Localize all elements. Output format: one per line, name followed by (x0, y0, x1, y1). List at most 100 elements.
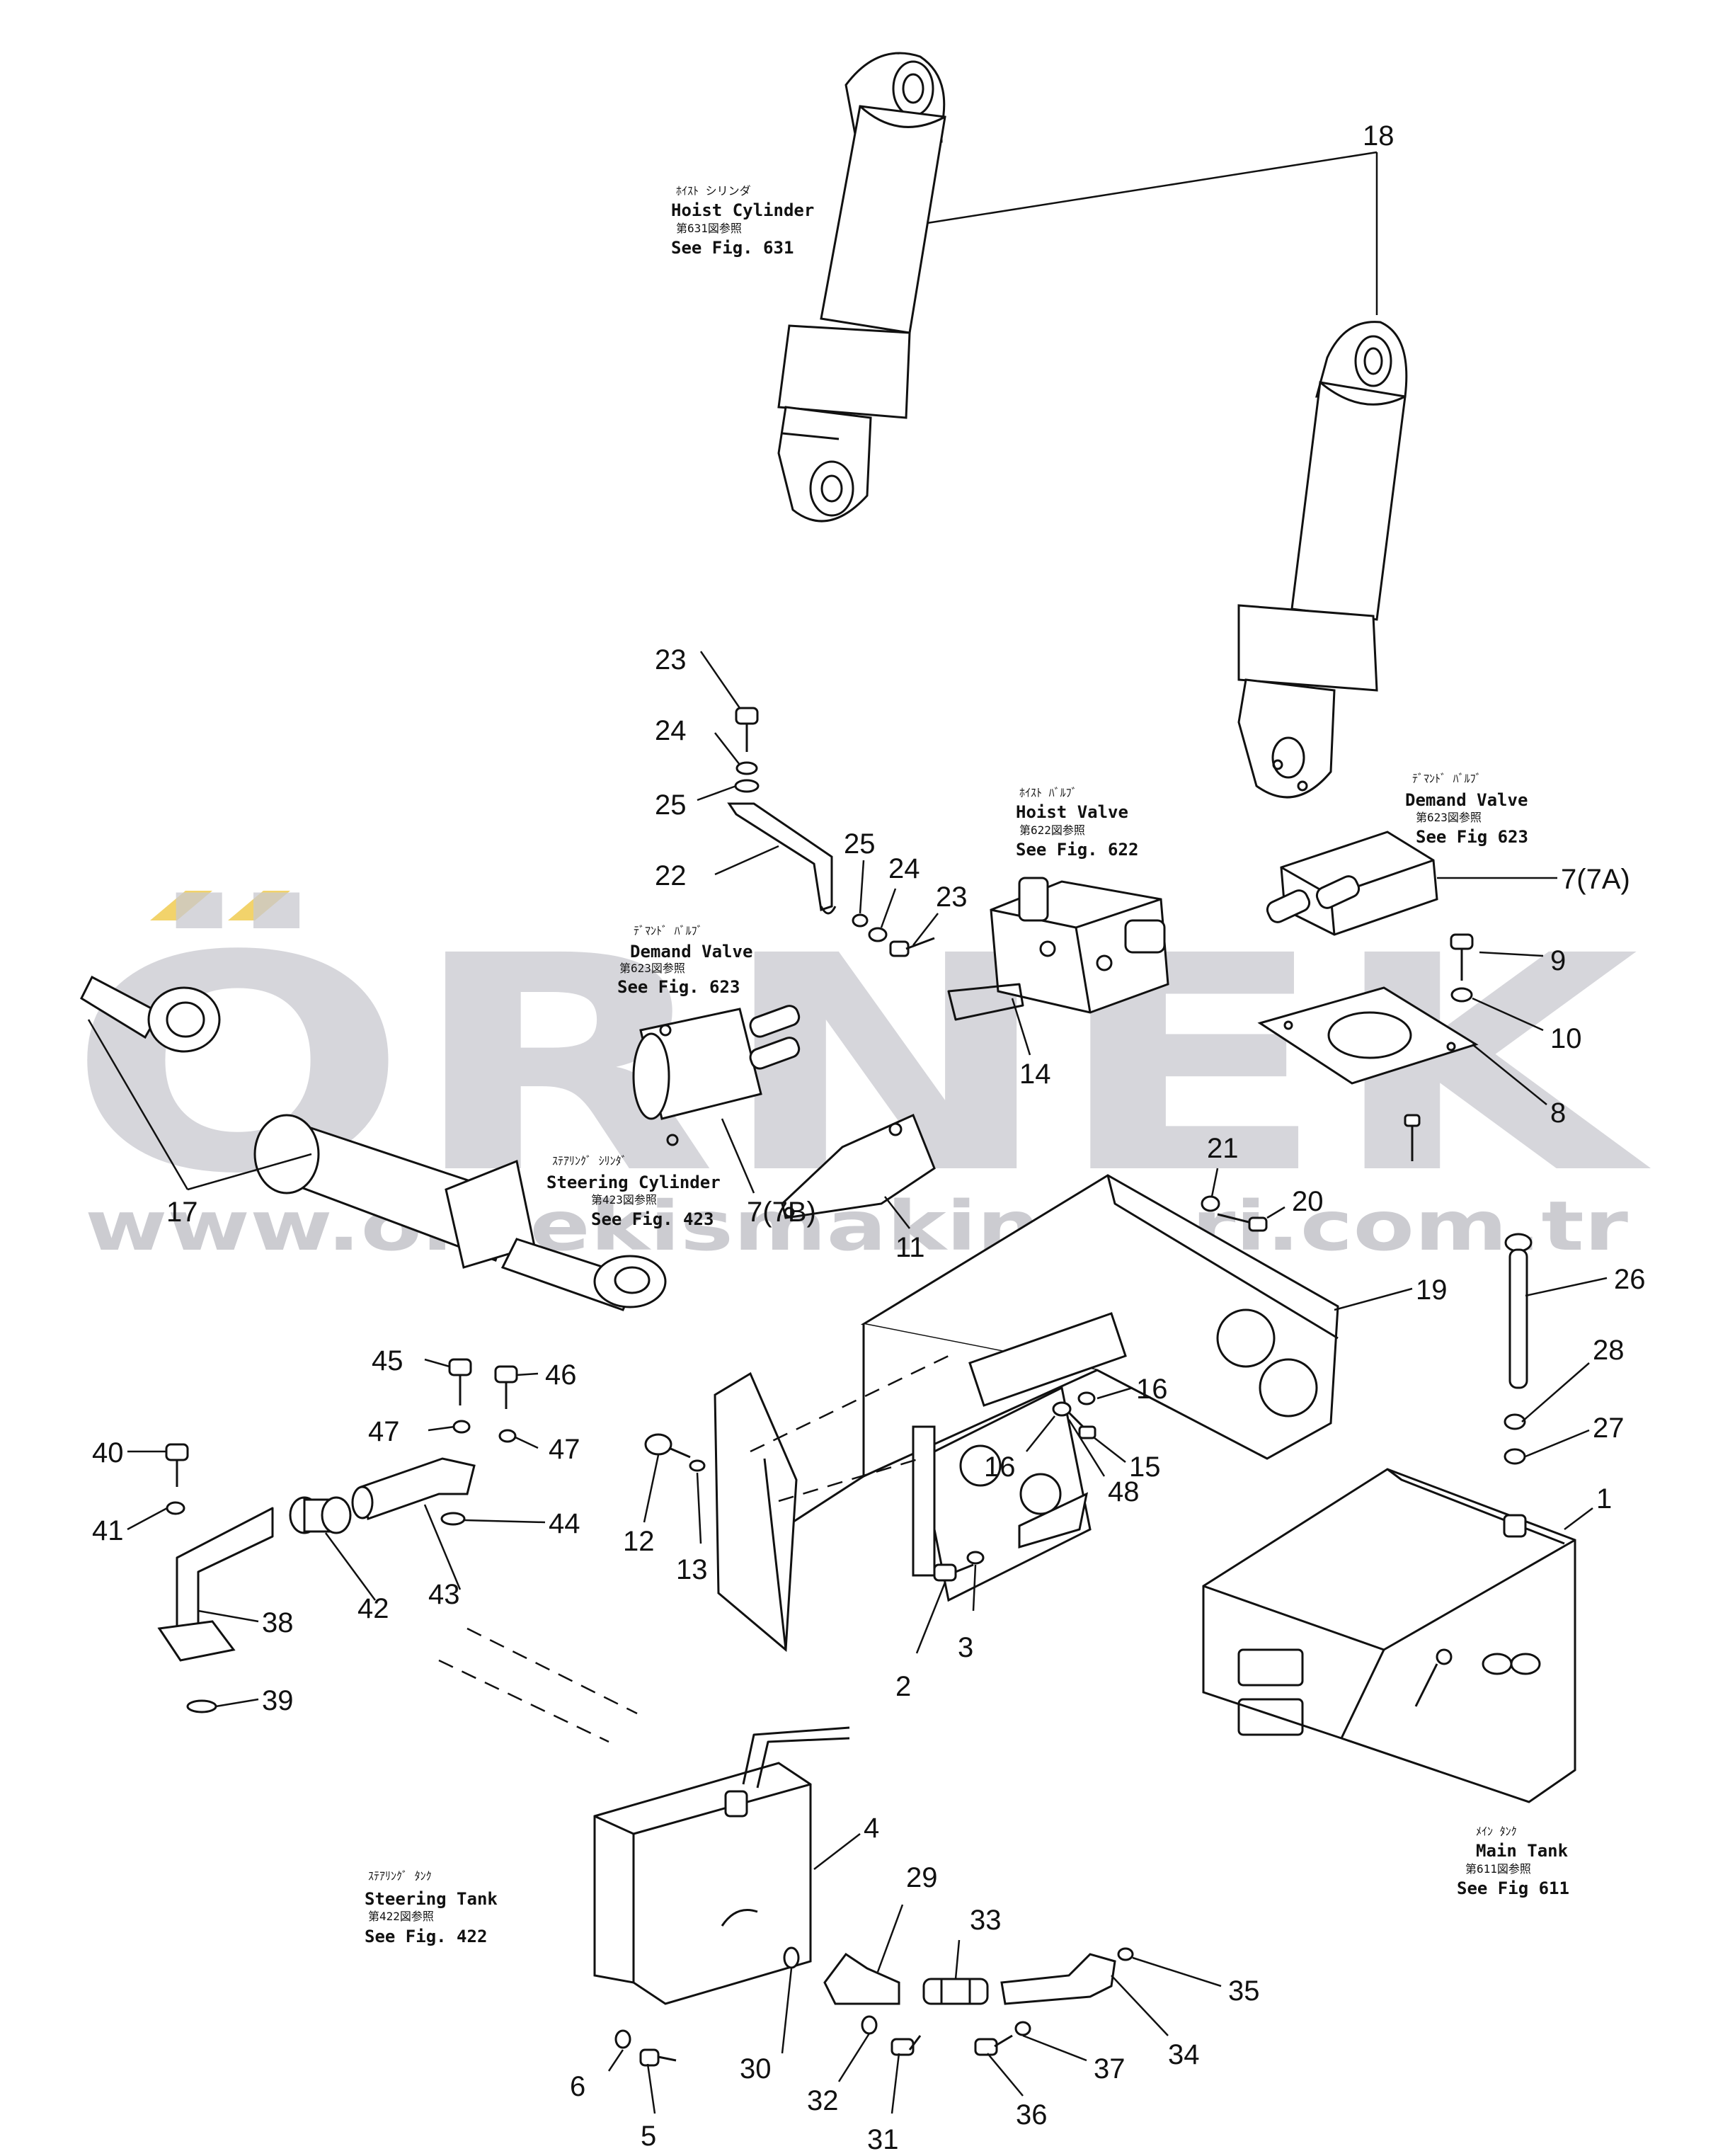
callout-demand-valve-right: ﾃﾞﾏﾝﾄﾞ ﾊﾞﾙﾌﾞ Demand Valve 第623図参照 See Fi… (1405, 772, 1528, 847)
washer-13 (689, 1459, 706, 1472)
part-number-36: 36 (1016, 2099, 1048, 2131)
demand-valve-left-jp: ﾃﾞﾏﾝﾄﾞ ﾊﾞﾙﾌﾞ (634, 924, 703, 937)
hoist-valve-ref: 第622図参照 (1019, 823, 1085, 837)
part-number-22: 22 (655, 860, 687, 891)
demand-valve-7a (1266, 831, 1438, 936)
bolt-15 (1052, 1401, 1096, 1439)
part-number-8: 8 (1550, 1097, 1566, 1129)
part-number-27: 27 (1593, 1413, 1625, 1444)
part-number-20: 20 (1292, 1186, 1324, 1217)
hoist-valve-jp: ﾎｲｽﾄ ﾊﾞﾙﾌﾞ (1019, 786, 1077, 799)
callout-hoist-cylinder: ﾎｲｽﾄ シリンダ Hoist Cylinder 第631図参照 See Fig… (671, 184, 814, 258)
pipe-34 (1000, 1953, 1116, 2005)
o-ring-28 (1504, 1413, 1526, 1430)
hoist-cylinder-see: See Fig. 631 (671, 238, 794, 258)
bolt-small-under-8 (1404, 1114, 1421, 1161)
part-number-32: 32 (807, 2085, 839, 2116)
steering-tank-jp: ｽﾃｱﾘﾝｸﾞ ﾀﾝｸ (368, 1869, 432, 1883)
washer-37 (1014, 2021, 1031, 2036)
demand-valve-7b (632, 1005, 801, 1146)
part-number-43: 43 (428, 1579, 460, 1610)
washer-6 (614, 2029, 631, 2049)
bolt-23-upper (734, 707, 760, 793)
part-number-28: 28 (1593, 1335, 1625, 1366)
bracket-11 (781, 1113, 936, 1219)
part-number-37: 37 (1094, 2053, 1126, 2084)
part-number-44: 44 (549, 1508, 580, 1539)
washer-16 (1077, 1391, 1096, 1405)
steering-tank-4 (593, 1726, 850, 2005)
part-number-45: 45 (372, 1345, 403, 1376)
watermark-accent-right (228, 891, 290, 920)
main-tank-label: Main Tank (1476, 1841, 1569, 1861)
part-number-25-lower: 25 (844, 828, 876, 860)
part-number-21: 21 (1207, 1133, 1239, 1164)
part-number-7a: 7(7A) (1561, 864, 1630, 895)
steering-tank-label: Steering Tank (365, 1889, 498, 1909)
demand-valve-right-jp: ﾃﾞﾏﾝﾄﾞ ﾊﾞﾙﾌﾞ (1412, 772, 1482, 785)
part-number-40: 40 (92, 1437, 124, 1468)
part-number-39: 39 (262, 1685, 294, 1716)
bolt-5 (639, 2048, 677, 2067)
coupling-42 (289, 1496, 352, 1534)
coupling-33 (922, 1978, 989, 2005)
demand-valve-right-ref: 第623図参照 (1416, 811, 1482, 824)
part-number-1: 1 (1596, 1483, 1612, 1515)
o-ring-35 (1117, 1947, 1134, 1961)
part-number-24-upper: 24 (655, 715, 687, 746)
part-number-13: 13 (676, 1554, 708, 1585)
part-number-26: 26 (1614, 1264, 1646, 1295)
leader-lines (127, 651, 1608, 2114)
part-number-31: 31 (867, 2124, 899, 2155)
callout-hoist-valve: ﾎｲｽﾄ ﾊﾞﾙﾌﾞ Hoist Valve 第622図参照 See Fig. … (1016, 786, 1138, 860)
pipe-38 (157, 1507, 274, 1662)
hoist-cylinder-jp: ﾎｲｽﾄ シリンダ (676, 184, 751, 198)
washer-47 (452, 1420, 517, 1443)
pipe-26 (1504, 1233, 1533, 1389)
part-number-29: 29 (906, 1862, 938, 1893)
leaders-17 (87, 1019, 312, 1191)
frame-19 (714, 1174, 1339, 1653)
steering-cylinder-ref: 第423図参照 (591, 1193, 657, 1207)
steering-cylinder-17 (80, 975, 667, 1311)
washer-32 (861, 2015, 878, 2035)
hoist-cylinder-ref: 第631図参照 (676, 222, 742, 235)
steering-tank-ref: 第422図参照 (368, 1910, 434, 1923)
washer-41 (166, 1501, 185, 1515)
o-ring-39 (186, 1699, 217, 1713)
part-number-23-lower: 23 (936, 882, 968, 913)
hoist-valve-label: Hoist Valve (1016, 802, 1128, 822)
part-number-7b: 7(7B) (747, 1197, 816, 1228)
part-number-3: 3 (958, 1632, 973, 1663)
part-number-15: 15 (1129, 1451, 1161, 1483)
pipe-29 (823, 1952, 900, 2005)
part-number-16-left: 16 (984, 1451, 1016, 1483)
part-number-17: 17 (166, 1197, 198, 1228)
demand-valve-left-label: Demand Valve (630, 942, 752, 962)
bolt-23-lower (852, 913, 935, 957)
demand-valve-right-see: See Fig 623 (1416, 827, 1528, 847)
callout-steering-cylinder: ｽﾃｱﾘﾝｸﾞ ｼﾘﾝﾀﾞ Steering Cylinder 第423図参照 … (546, 1154, 721, 1229)
callout-steering-tank: ｽﾃｱﾘﾝｸﾞ ﾀﾝｸ Steering Tank 第422図参照 See Fi… (365, 1869, 498, 1946)
part-number-16-right: 16 (1136, 1374, 1168, 1405)
part-number-9: 9 (1550, 945, 1566, 976)
bracket-22 (727, 802, 837, 915)
part-number-19: 19 (1416, 1274, 1448, 1306)
bolt-36 (974, 2034, 1013, 2056)
callout-demand-valve-left: ﾃﾞﾏﾝﾄﾞ ﾊﾞﾙﾌﾞ Demand Valve 第623図参照 See Fi… (617, 924, 752, 997)
part-number-47-left: 47 (368, 1416, 400, 1447)
steering-cylinder-jp: ｽﾃｱﾘﾝｸﾞ ｼﾘﾝﾀﾞ (552, 1154, 627, 1168)
hoist-valve-see: See Fig. 622 (1016, 840, 1138, 860)
part-number-14: 14 (1019, 1059, 1051, 1090)
part-number-5: 5 (641, 2121, 656, 2152)
bolt-45 (448, 1358, 472, 1405)
part-number-11: 11 (895, 1232, 925, 1263)
o-ring-27 (1504, 1448, 1526, 1465)
steering-cylinder-label: Steering Cylinder (546, 1173, 721, 1192)
part-number-34: 34 (1168, 2039, 1200, 2070)
pipe-43 (351, 1457, 476, 1520)
part-number-47-right: 47 (549, 1434, 580, 1465)
demand-valve-left-see: See Fig. 623 (617, 977, 740, 997)
bolt-40 (165, 1443, 189, 1487)
watermark: ÖRNEK www.orneki̇smakinalari.com.tr (67, 889, 1654, 1266)
